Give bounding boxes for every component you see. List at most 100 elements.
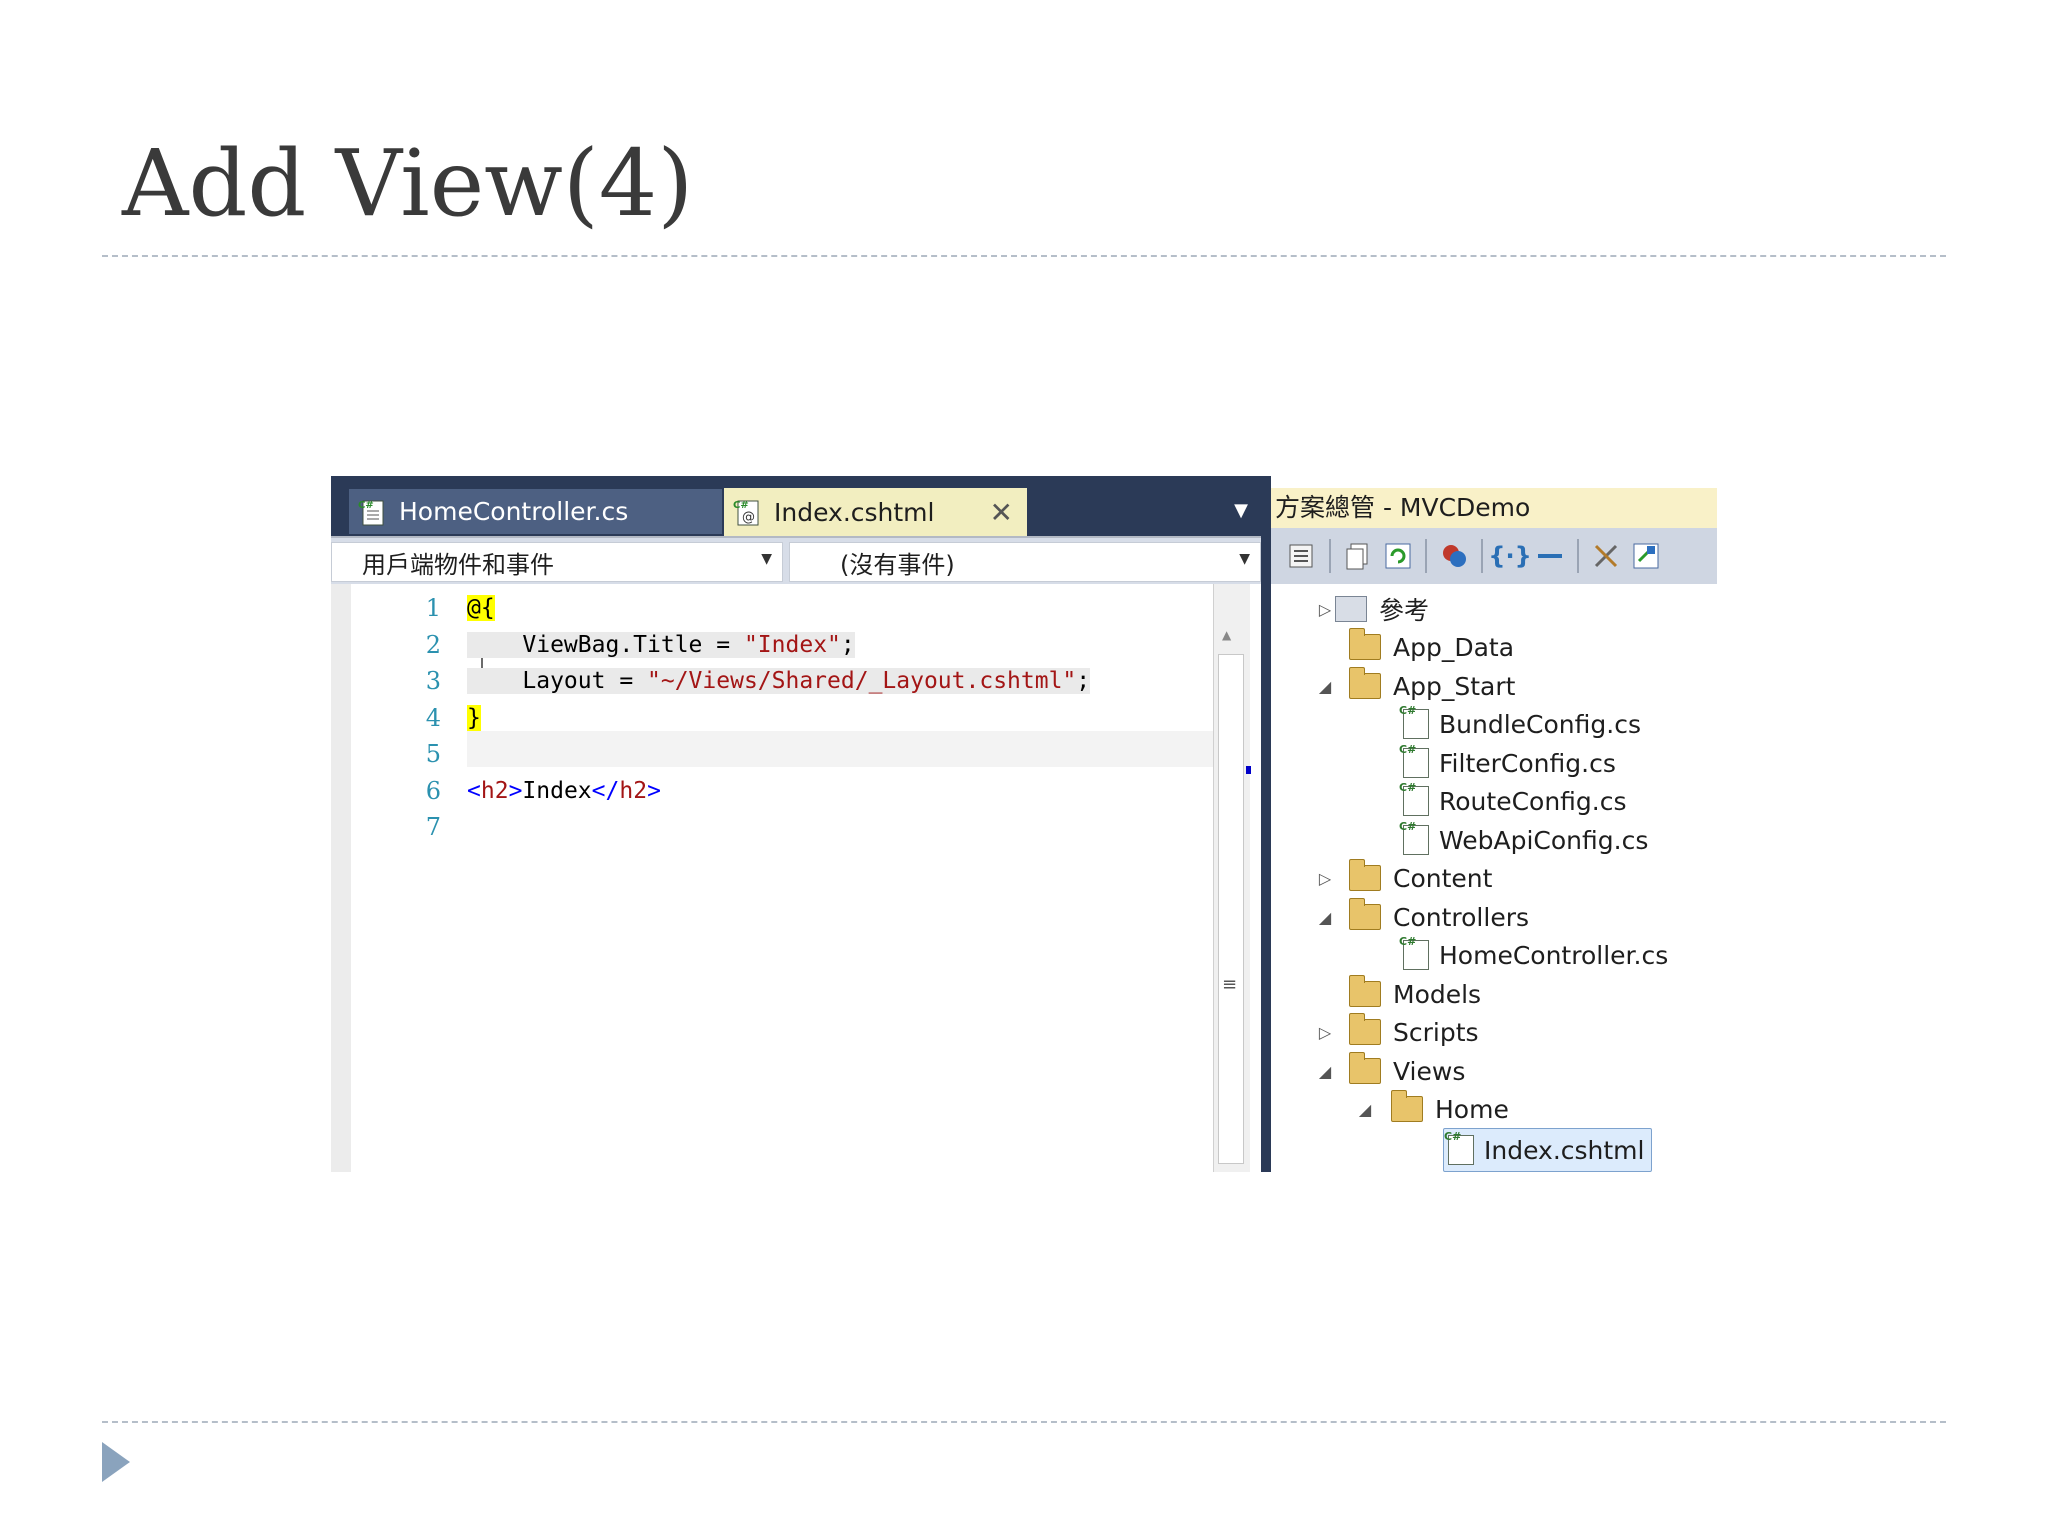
tree-node-label: BundleConfig.cs (1439, 709, 1641, 739)
code-line-6: <h2>Index</h2> (467, 773, 1090, 810)
tree-node-index-cshtml[interactable]: Index.cshtml (1443, 1128, 1652, 1172)
svg-text:C#: C# (358, 500, 374, 511)
csharp-file-icon: C# (357, 497, 387, 527)
collapse-arrow-icon[interactable]: ◢ (1318, 907, 1332, 927)
code-line-4: } (467, 700, 1090, 737)
solution-explorer: 方案總管 - MVCDemo {·} ▷ 參考 App_D (1261, 476, 1717, 1172)
tree-node-controllers[interactable]: ◢ Controllers (1319, 898, 1529, 936)
tree-node-label: Home (1435, 1094, 1509, 1124)
folder-open-icon (1349, 898, 1381, 930)
code-line-5 (467, 736, 1090, 773)
collapse-arrow-icon[interactable]: ◢ (1318, 1061, 1332, 1081)
folder-open-icon (1391, 1090, 1423, 1122)
folder-icon (1349, 859, 1381, 891)
line-number: 4 (425, 703, 441, 732)
csharp-file-icon (1399, 704, 1429, 739)
title-divider (102, 255, 1946, 257)
line-number: 6 (425, 776, 441, 805)
expand-icon[interactable]: ▷ (1318, 599, 1332, 619)
collapse-icon[interactable] (1533, 539, 1567, 573)
tree-node-webapiconfig[interactable]: WebApiConfig.cs (1399, 820, 1649, 859)
vertical-scrollbar[interactable]: ▲ ≡ (1213, 584, 1251, 1172)
folder-icon (1349, 975, 1381, 1007)
tag-bracket: > (647, 777, 661, 804)
event-dropdown-value: (沒有事件) (840, 550, 955, 579)
tree-node-models[interactable]: Models (1349, 975, 1481, 1013)
tab-homecontroller[interactable]: C# HomeController.cs (349, 489, 722, 534)
tree-node-filterconfig[interactable]: FilterConfig.cs (1399, 743, 1616, 782)
view-code-icon[interactable]: {·} (1488, 542, 1532, 570)
tree-node-content[interactable]: ▷ Content (1319, 859, 1493, 897)
folder-open-icon (1349, 667, 1381, 699)
scrollbar-grip-icon: ≡ (1222, 974, 1238, 995)
view-class-diagram-icon[interactable] (1437, 539, 1471, 573)
tree-node-routeconfig[interactable]: RouteConfig.cs (1399, 781, 1627, 820)
scrollbar-thumb[interactable] (1218, 654, 1244, 1164)
tree-node-label: Content (1393, 863, 1493, 893)
tree-node-bundleconfig[interactable]: BundleConfig.cs (1399, 704, 1641, 743)
refresh-icon[interactable] (1381, 539, 1415, 573)
code-text: ; (840, 631, 855, 658)
folder-icon (1349, 628, 1381, 660)
code-text: ViewBag.Title = (522, 631, 744, 658)
svg-text:C#: C# (733, 500, 749, 511)
tab-index-cshtml[interactable]: C#@ Index.cshtml ✕ (724, 488, 1027, 536)
collapse-arrow-icon[interactable]: ◢ (1318, 676, 1332, 696)
code-area[interactable]: 1 2 3 4 5 6 7 @{ ViewBag.Title = "Index"… (331, 584, 1261, 1172)
tree-node-home[interactable]: ◢ Home (1359, 1090, 1509, 1128)
tree-node-scripts[interactable]: ▷ Scripts (1319, 1013, 1479, 1051)
object-dropdown-value: 用戶端物件和事件 (362, 550, 554, 579)
bullet-triangle-icon (102, 1442, 130, 1482)
tree-node-label: HomeController.cs (1439, 940, 1669, 970)
solution-explorer-title: 方案總管 - MVCDemo (1271, 488, 1717, 528)
svg-text:@: @ (742, 510, 755, 525)
references-icon (1335, 596, 1367, 622)
tree-node-label: Views (1393, 1056, 1466, 1086)
code-text: ; (1076, 668, 1091, 694)
show-all-files-icon[interactable] (1341, 539, 1375, 573)
line-number: 1 (425, 594, 441, 622)
collapse-arrow-icon[interactable]: ◢ (1358, 1099, 1372, 1119)
tree-node-homecontroller[interactable]: HomeController.cs (1399, 935, 1669, 974)
csharp-file-icon (1399, 781, 1429, 816)
line-numbers: 1 2 3 4 5 6 7 (371, 590, 441, 846)
tree-node-label: Index.cshtml (1484, 1135, 1645, 1165)
tree-node-views[interactable]: ◢ Views (1319, 1052, 1466, 1090)
tab-label: HomeController.cs (399, 497, 629, 526)
tree-node-app-data[interactable]: App_Data (1349, 628, 1514, 666)
toolbar-separator (1329, 539, 1331, 573)
event-dropdown[interactable]: (沒有事件) ▼ (789, 542, 1261, 582)
tab-list-dropdown-icon[interactable]: ▼ (1234, 500, 1248, 521)
toolbar-separator (1481, 539, 1483, 573)
cshtml-file-icon: C#@ (732, 497, 762, 527)
tree-node-label: FilterConfig.cs (1439, 748, 1616, 778)
expand-icon[interactable]: ▷ (1318, 1022, 1332, 1042)
tree-node-label: 參考 (1379, 596, 1430, 625)
settings-icon[interactable] (1589, 539, 1623, 573)
expand-icon[interactable]: ▷ (1318, 868, 1332, 888)
indicator-margin (331, 584, 351, 1172)
code-line-1: @{ (467, 590, 1090, 627)
string-literal: "~/Views/Shared/_Layout.cshtml" (647, 668, 1077, 694)
code-line-7 (467, 809, 1090, 846)
tree-node-label: WebApiConfig.cs (1439, 825, 1649, 855)
line-number: 5 (425, 740, 441, 768)
tree-node-references[interactable]: ▷ 參考 (1319, 590, 1430, 628)
code-line-2: ViewBag.Title = "Index"; (467, 627, 1090, 664)
tag-name: h2 (480, 777, 509, 804)
toolbar-separator (1425, 539, 1427, 573)
close-icon[interactable]: ✕ (989, 496, 1013, 529)
tree-node-label: App_Data (1393, 632, 1515, 662)
navigation-bar: 用戶端物件和事件 ▼ (沒有事件) ▼ (331, 536, 1261, 586)
tab-label: Index.cshtml (774, 497, 935, 527)
current-line-highlight (467, 731, 1213, 767)
tree-node-label: Controllers (1393, 902, 1529, 932)
object-dropdown[interactable]: 用戶端物件和事件 ▼ (331, 542, 783, 582)
footer-divider (102, 1421, 1946, 1423)
line-number: 3 (425, 667, 441, 695)
code-editor: C# HomeController.cs C#@ Index.cshtml ✕ … (331, 476, 1261, 1172)
properties-icon[interactable] (1285, 539, 1319, 573)
tree-node-app-start[interactable]: ◢ App_Start (1319, 667, 1515, 705)
view-designer-icon[interactable] (1629, 539, 1663, 573)
scroll-up-icon[interactable]: ▲ (1222, 628, 1232, 642)
